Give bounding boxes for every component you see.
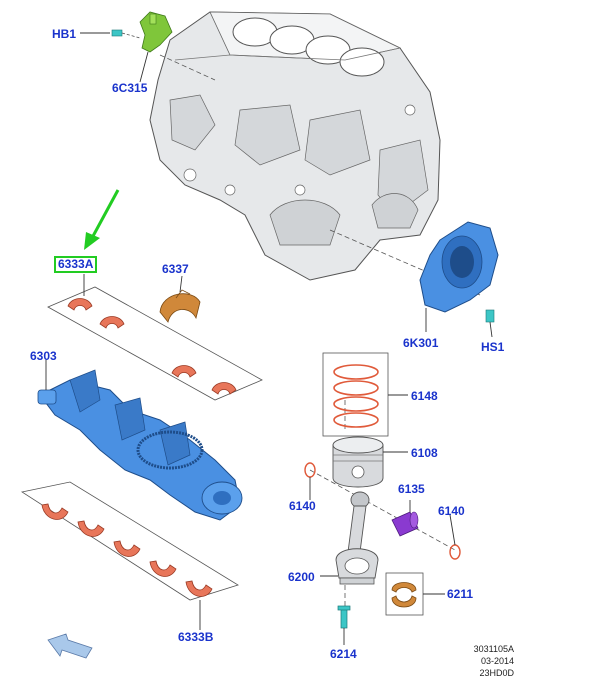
- bolt-hb1[interactable]: [111, 29, 141, 39]
- piston-pin-6135[interactable]: [391, 511, 419, 537]
- crankshaft-6303[interactable]: [37, 369, 243, 521]
- label-6303[interactable]: 6303: [30, 349, 57, 363]
- lower-main-bearings-set[interactable]: [20, 481, 239, 601]
- label-6337[interactable]: 6337: [162, 262, 189, 276]
- reference-number: 3031105A: [473, 644, 514, 654]
- label-6211[interactable]: 6211: [447, 587, 474, 601]
- label-6135[interactable]: 6135: [398, 482, 425, 496]
- label-6148[interactable]: 6148: [411, 389, 438, 403]
- reference-code: 23HD0D: [479, 668, 514, 678]
- label-6c315[interactable]: 6C315: [112, 81, 148, 95]
- piston-rings-6148[interactable]: [322, 352, 389, 437]
- conrod-bolt-6214[interactable]: [337, 605, 351, 629]
- conrod-bearings-6211[interactable]: [385, 572, 424, 616]
- label-hs1[interactable]: HS1: [481, 340, 505, 354]
- label-6333b[interactable]: 6333B: [178, 630, 214, 644]
- label-6140-right[interactable]: 6140: [438, 504, 465, 518]
- snap-ring-right-6140[interactable]: [449, 544, 461, 560]
- label-6333a[interactable]: 6333A: [54, 256, 98, 273]
- label-6108[interactable]: 6108: [411, 446, 438, 460]
- front-direction-arrow: [47, 633, 93, 659]
- label-hb1[interactable]: HB1: [52, 27, 77, 41]
- upper-main-bearings-set[interactable]: [47, 286, 263, 401]
- reference-date: 03-2014: [480, 656, 514, 666]
- label-6214[interactable]: 6214: [330, 647, 357, 661]
- connecting-rod-6200[interactable]: [335, 491, 379, 585]
- leader-lines: [45, 32, 493, 645]
- thrust-bearing-6337[interactable]: [159, 289, 201, 323]
- piston-6108[interactable]: [332, 436, 384, 488]
- bolt-hs1[interactable]: [485, 309, 495, 323]
- label-6140-left[interactable]: 6140: [289, 499, 316, 513]
- label-6200[interactable]: 6200: [288, 570, 315, 584]
- engine-block[interactable]: [149, 11, 441, 281]
- highlight-arrow: [84, 189, 120, 250]
- sensor-6c315[interactable]: [139, 11, 173, 53]
- label-6k301[interactable]: 6K301: [403, 336, 439, 350]
- rear-main-seal-6k301[interactable]: [419, 221, 499, 313]
